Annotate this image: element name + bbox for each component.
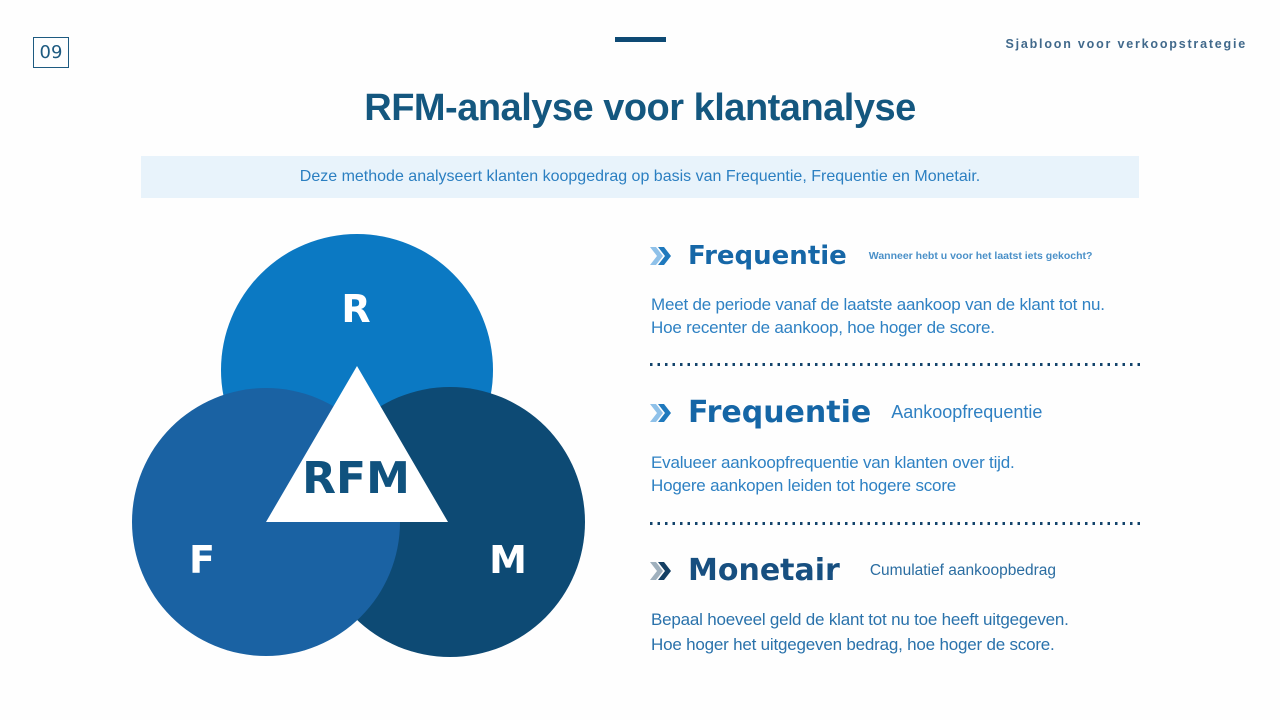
section-monetary-header: Monetair Cumulatief aankoopbedrag xyxy=(650,553,1056,588)
section-monetary-body: Bepaal hoeveel geld de klant tot nu toe … xyxy=(651,608,1151,657)
body-line: Hogere aankopen leiden tot hogere score xyxy=(651,475,957,495)
dotted-divider xyxy=(650,363,1145,366)
section-frequency-header: Frequentie Aankoopfrequentie xyxy=(650,395,1042,430)
section-tagline: Cumulatief aankoopbedrag xyxy=(869,561,1056,579)
venn-label-m: M xyxy=(489,538,527,582)
section-recency-header: Frequentie Wanneer hebt u voor het laats… xyxy=(650,241,1092,271)
section-heading: Frequentie xyxy=(688,395,872,430)
section-heading: Frequentie xyxy=(688,241,847,271)
double-chevron-icon xyxy=(650,247,671,265)
section-frequency-body: Evalueer aankoopfrequentie van klanten o… xyxy=(651,452,1151,497)
section-tagline: Wanneer hebt u voor het laatst iets geko… xyxy=(868,250,1093,262)
body-line: Evalueer aankoopfrequentie van klanten o… xyxy=(651,453,1015,472)
subtitle-band: Deze methode analyseert klanten koopgedr… xyxy=(141,156,1139,198)
title-accent-bar xyxy=(615,37,666,42)
page-title: RFM-analyse voor klantanalyse xyxy=(364,87,916,129)
venn-label-f: F xyxy=(189,538,215,582)
page-number-box: 09 xyxy=(33,37,69,68)
venn-label-r: R xyxy=(341,287,370,331)
venn-center-label: RFM xyxy=(302,453,410,504)
body-line: Bepaal hoeveel geld de klant tot nu toe … xyxy=(651,610,1069,629)
body-line: Hoe recenter de aankoop, hoe hoger de sc… xyxy=(651,317,995,337)
section-recency-body: Meet de periode vanaf de laatste aankoop… xyxy=(651,294,1151,339)
subtitle-text: Deze methode analyseert klanten koopgedr… xyxy=(299,168,981,185)
section-heading: Monetair xyxy=(688,553,840,588)
body-line: Meet de periode vanaf de laatste aankoop… xyxy=(651,295,1105,314)
body-line: Hoe hoger het uitgegeven bedrag, hoe hog… xyxy=(651,634,1055,654)
section-tagline: Aankoopfrequentie xyxy=(891,402,1043,422)
double-chevron-icon xyxy=(650,403,671,422)
rfm-venn-diagram: R F M RFM xyxy=(132,234,585,657)
double-chevron-icon xyxy=(650,561,671,580)
header-label: Sjabloon voor verkoopstrategie xyxy=(1005,37,1247,51)
venn-center-triangle xyxy=(266,366,448,522)
dotted-divider xyxy=(650,522,1145,525)
page-number: 09 xyxy=(39,42,63,63)
